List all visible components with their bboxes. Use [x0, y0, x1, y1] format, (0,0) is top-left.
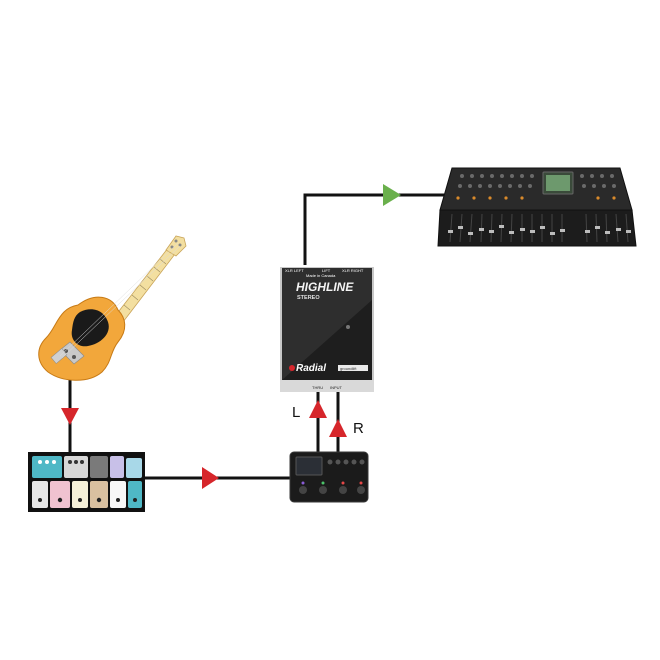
di-badge: groundlift [340, 366, 357, 371]
di-box: Made in Canada XLR LEFT LIFT XLR RIGHT H… [280, 267, 374, 392]
left-channel-label: L [292, 404, 300, 421]
arrow-up-right [329, 419, 347, 437]
mixing-console-icon [437, 167, 637, 247]
di-input-label: INPUT [330, 385, 343, 390]
multi-effects-processor-icon [289, 451, 369, 503]
arrow-down-guitar [61, 408, 79, 425]
arrow-right-pedalboard [202, 467, 219, 489]
di-out-left-label: XLR LEFT [285, 268, 304, 273]
di-thru-label: THRU [312, 385, 323, 390]
cable-di-to-mixer [303, 193, 447, 265]
di-made-in-label: Made in Canada [306, 273, 336, 278]
di-model-name: HIGHLINE [296, 280, 354, 294]
di-model-subtitle: STEREO [297, 295, 320, 301]
guitar-icon [38, 235, 187, 381]
di-brand-logo: Radial [296, 363, 326, 374]
pedalboard-icon [28, 452, 145, 512]
cables [68, 193, 447, 480]
right-channel-label: R [353, 420, 364, 437]
di-out-right-label: XLR RIGHT [342, 268, 364, 273]
di-lift-label: LIFT [322, 268, 331, 273]
arrow-right-mixer [383, 184, 401, 206]
arrow-up-left [309, 400, 327, 418]
